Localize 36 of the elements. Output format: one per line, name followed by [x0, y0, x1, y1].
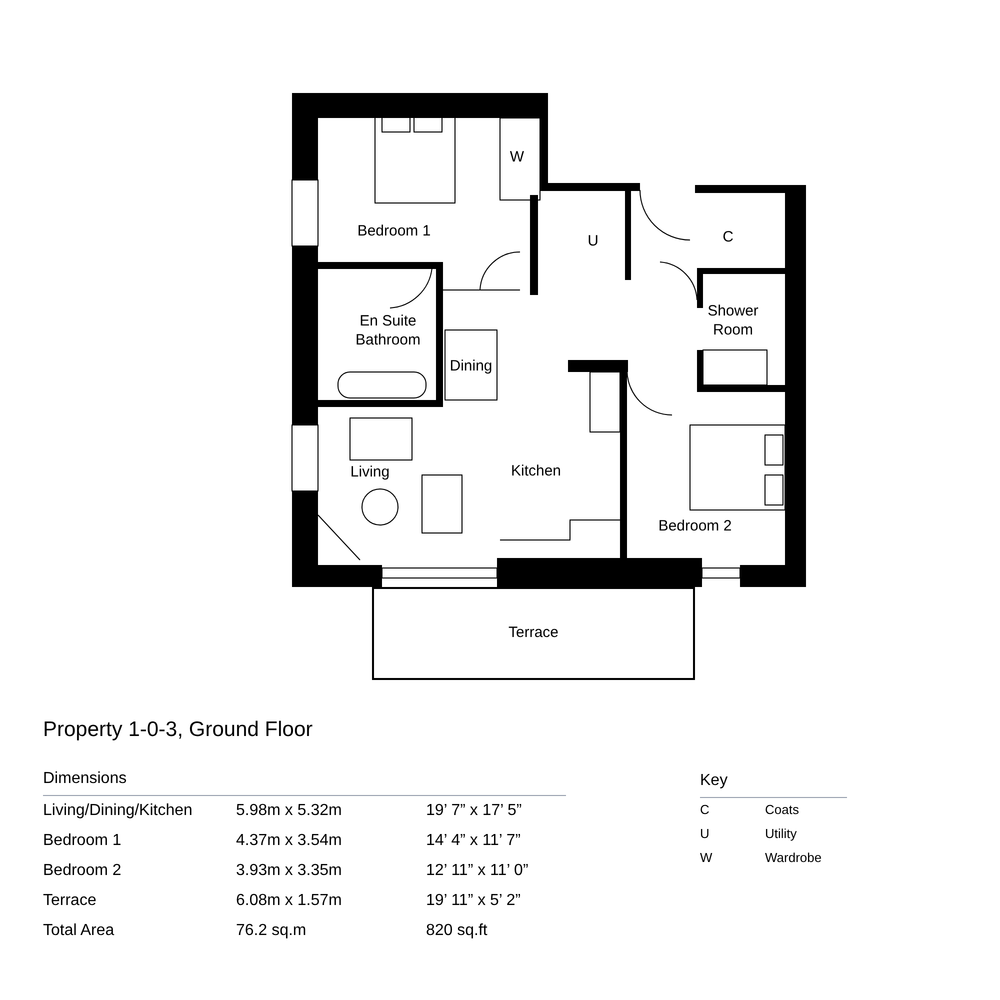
room-label: C: [722, 228, 734, 248]
key-text: Wardrobe: [765, 849, 822, 868]
key-code: U: [700, 825, 710, 844]
table-cell-text: 19’ 11” x 5’ 2”: [426, 891, 521, 911]
room-label: En Suite Bathroom: [354, 312, 422, 350]
table-cell-text: 5.98m x 5.32m: [236, 801, 343, 821]
key-text: Utility: [765, 825, 797, 844]
room-label: W: [510, 148, 524, 168]
room-label: Bedroom 1: [357, 222, 431, 242]
room-label: Kitchen: [510, 462, 562, 482]
table-cell-text: 6.08m x 1.57m: [236, 891, 343, 911]
table-cell-text: Bedroom 2: [43, 861, 122, 881]
key-heading: Key: [700, 769, 847, 798]
table-cell-text: Bedroom 1: [43, 831, 122, 851]
table-cell-text: Terrace: [43, 891, 98, 911]
table-cell-text: 12’ 11” x 11’ 0”: [426, 861, 528, 881]
table-cell-text: Total Area: [43, 921, 116, 941]
key-code: C: [700, 801, 710, 820]
room-label: U: [588, 232, 598, 252]
table-cell-text: 19’ 7” x 17’ 5”: [426, 801, 522, 821]
terrace-outline: [372, 587, 695, 680]
table-cell-text: 4.37m x 3.54m: [236, 831, 343, 851]
room-label: Dining: [450, 358, 492, 376]
key-text: Coats: [765, 801, 799, 820]
room-label: Shower Room: [706, 302, 760, 340]
plan-title: Property 1-0-3, Ground Floor: [43, 717, 313, 743]
table-heading: Dimensions: [43, 767, 566, 796]
table-cell-text: 820 sq.ft: [426, 921, 488, 941]
table-cell-text: 76.2 sq.m: [236, 921, 308, 941]
room-label: Terrace: [508, 623, 559, 644]
room-label: Living: [350, 464, 390, 482]
key-code: W: [700, 849, 714, 868]
table-cell-text: 3.93m x 3.35m: [236, 861, 343, 881]
table-cell-text: 14’ 4” x 11’ 7”: [426, 831, 521, 851]
table-cell-text: Living/Dining/Kitchen: [43, 801, 194, 821]
room-label: Bedroom 2: [658, 518, 732, 536]
